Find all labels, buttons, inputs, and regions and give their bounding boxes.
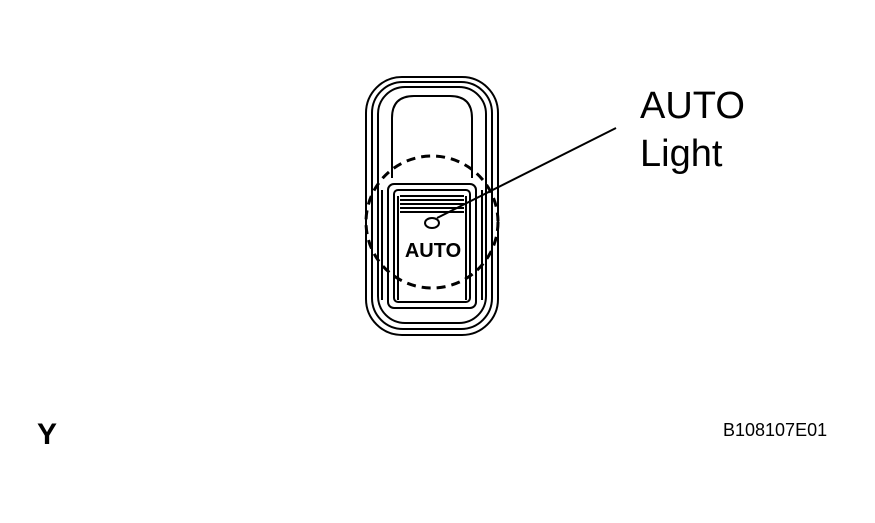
highlight-circle	[364, 154, 500, 290]
figure-id: B108107E01	[723, 420, 828, 440]
callout-label: AUTO Light	[640, 82, 745, 178]
auto-indicator-light	[424, 217, 440, 229]
switch-knob	[381, 183, 483, 309]
callout-leader-line	[436, 127, 617, 219]
switch-face-label: AUTO	[405, 240, 461, 262]
callout-line-light: Light	[640, 133, 723, 175]
callout-line-auto: AUTO	[640, 85, 745, 127]
corner-mark: Y	[37, 418, 58, 451]
switch-bezel	[365, 76, 499, 336]
